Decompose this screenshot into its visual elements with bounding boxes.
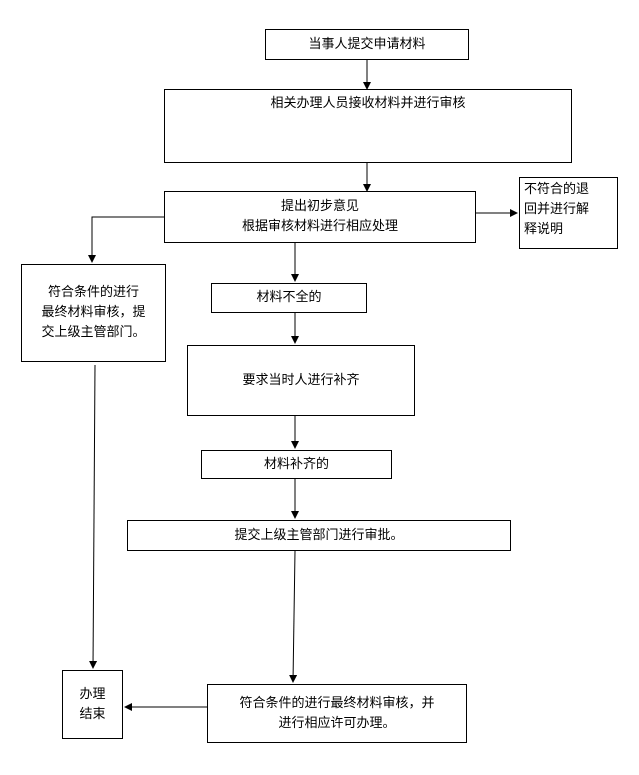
node-process-end-line2: 结束 [79, 706, 106, 722]
node-materials-supplemented-text: 材料补齐的 [263, 456, 329, 472]
node-receive-review-text: 相关办理人员接收材料并进行审核 [270, 96, 466, 111]
node-submit-superior-text: 提交上级主管部门进行审批。 [234, 527, 404, 543]
node-materials-supplemented: 材料补齐的 [201, 450, 392, 479]
node-request-supplement-text: 要求当时人进行补齐 [242, 372, 360, 388]
node-reject-line3: 释说明 [524, 222, 564, 237]
node-final-approval: 符合条件的进行最终材料审核，并 进行相应许可办理。 [207, 684, 467, 743]
node-reject-explain: 不符合的退 回并进行解 释说明 [519, 177, 618, 249]
arrow-superior-to-final [289, 550, 298, 683]
node-materials-incomplete-text: 材料不全的 [256, 290, 322, 305]
node-process-end: 办理 结束 [62, 670, 123, 739]
node-submit-superior: 提交上级主管部门进行审批。 [127, 520, 511, 551]
arrow-opinion-to-eligible [88, 216, 164, 263]
node-final-approval-line2: 进行相应许可办理。 [278, 715, 396, 731]
node-eligible-line2: 最终材料审核，提 [41, 305, 146, 320]
node-reject-line2: 回并进行解 [524, 202, 590, 217]
node-initial-opinion: 提出初步意见 根据审核材料进行相应处理 [164, 191, 476, 243]
node-initial-opinion-line2: 根据审核材料进行相应处理 [241, 219, 398, 234]
node-receive-review: 相关办理人员接收材料并进行审核 [164, 89, 572, 163]
node-initial-opinion-line1: 提出初步意见 [280, 199, 359, 214]
node-eligible-line1: 符合条件的进行 [47, 285, 139, 300]
arrow-eligible-to-end [89, 364, 98, 669]
node-reject-line1: 不符合的退 [524, 182, 590, 197]
node-eligible-final-review: 符合条件的进行 最终材料审核，提 交上级主管部门。 [21, 264, 166, 362]
node-eligible-line3: 交上级主管部门。 [41, 325, 146, 340]
node-submit-application-text: 当事人提交申请材料 [308, 36, 426, 52]
node-submit-application: 当事人提交申请材料 [265, 29, 469, 60]
node-process-end-line1: 办理 [79, 686, 106, 702]
node-request-supplement: 要求当时人进行补齐 [187, 345, 415, 416]
node-materials-incomplete: 材料不全的 [211, 283, 367, 313]
node-final-approval-line1: 符合条件的进行最终材料审核，并 [239, 695, 435, 711]
